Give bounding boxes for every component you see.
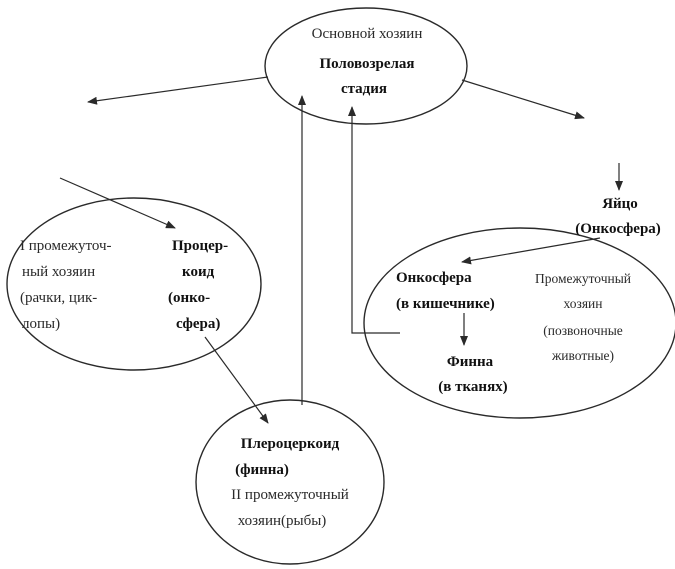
- first-intermediate-ellipse: [6, 197, 262, 371]
- egg-line1: Яйцо: [602, 196, 638, 212]
- vertebrate-intermediate-ellipse: [363, 227, 675, 419]
- definitive-host-ellipse: [264, 7, 468, 125]
- oncosphere-line1: Онкосфера: [396, 270, 472, 286]
- arrow-egg-to-oncosphere: [461, 237, 601, 265]
- oncosphere-line2: (в кишечнике): [396, 296, 495, 312]
- vertebrate-host-line3: (позвоночные: [543, 323, 623, 338]
- arrow-finna-to-definitive: [348, 106, 400, 334]
- plerocercoid-line1: Плероцеркоид: [241, 436, 340, 452]
- procercoid-line3: (онко-: [168, 290, 210, 306]
- second-host-line1: II промежуточный: [231, 487, 349, 503]
- procercoid-line4: сфера): [176, 316, 220, 332]
- vertebrate-host-line2: хозяин: [564, 296, 603, 311]
- first-host-line4: лопы): [22, 316, 60, 332]
- first-host-line3: (рачки, цик-: [20, 290, 97, 306]
- procercoid-line2: коид: [182, 264, 215, 280]
- plerocercoid-line2: (финна): [235, 462, 289, 478]
- procercoid-line1: Процер-: [172, 238, 228, 254]
- finna-line1: Финна: [447, 354, 494, 370]
- arrow-to-left: [87, 76, 269, 105]
- first-host-line1: I промежуточ-: [20, 238, 112, 254]
- egg-line2: (Онкосфера): [575, 221, 661, 237]
- arrow-into-first-intermediate: [59, 177, 176, 229]
- adult-stage-line2: стадия: [341, 81, 387, 97]
- first-host-line2: ный хозяин: [22, 264, 95, 280]
- second-intermediate-ellipse: [195, 399, 385, 565]
- definitive-host-label: Основной хозяин: [312, 26, 423, 42]
- vertebrate-host-line4: животные): [551, 348, 614, 363]
- arrow-to-right: [461, 79, 585, 120]
- finna-line2: (в тканях): [438, 379, 507, 395]
- arrow-procercoid-to-plerocercoid: [204, 336, 269, 424]
- adult-stage-line1: Половозрелая: [319, 56, 414, 72]
- second-host-line2: хозяин(рыбы): [238, 513, 327, 529]
- vertebrate-host-line1: Промежуточный: [535, 271, 631, 286]
